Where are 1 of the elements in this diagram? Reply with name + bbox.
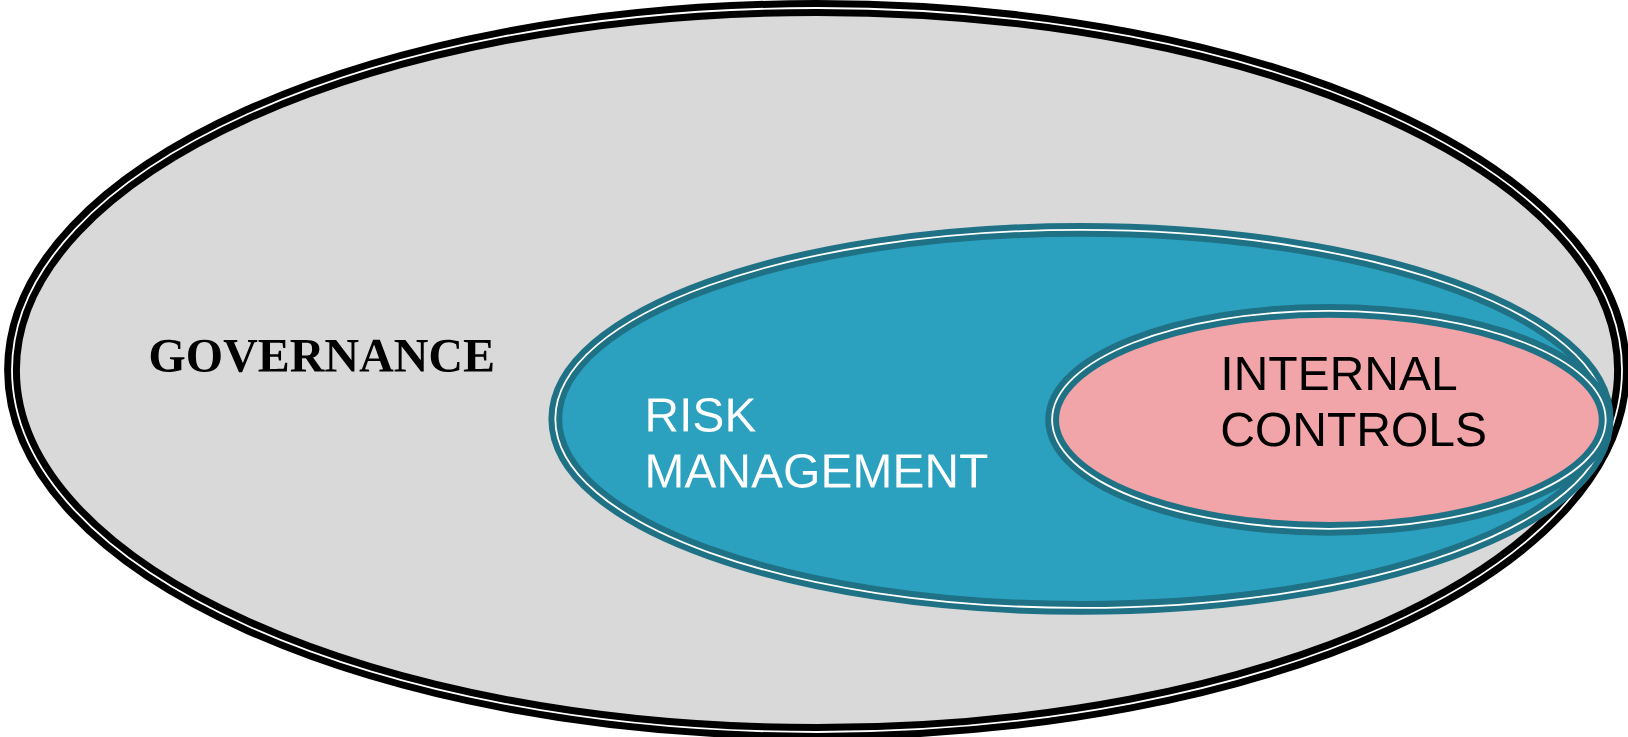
ellipse-region: INTERNAL CONTROLS [1045, 303, 1613, 536]
